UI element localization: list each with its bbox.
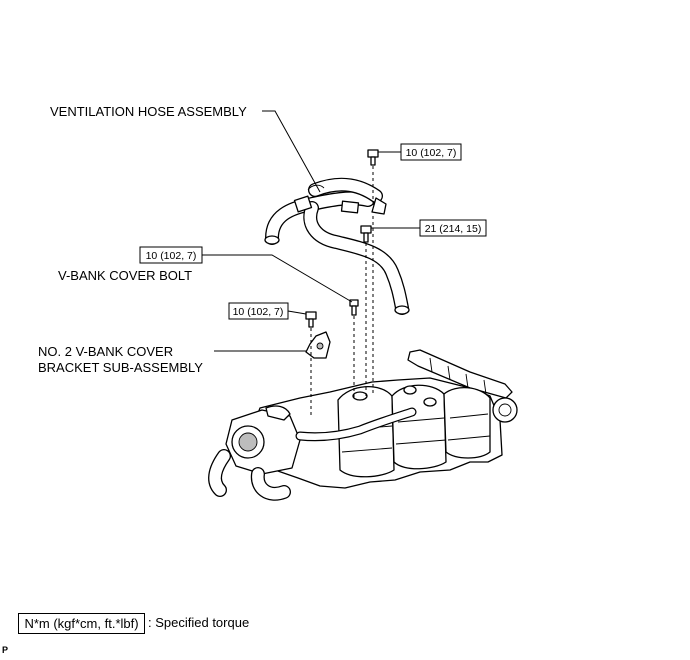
torque-callout-hose-bolt: 21 (214, 15): [419, 219, 487, 237]
torque-value: 10 (102, 7): [406, 147, 457, 159]
alignment-lines: [310, 166, 374, 416]
leader-lines: [202, 110, 420, 352]
torque-callout-bracket-bolt: 10 (102, 7): [228, 302, 289, 320]
page-code: P: [2, 645, 9, 655]
torque-legend-text: : Specified torque: [148, 615, 250, 630]
torque-value: 21 (214, 15): [425, 223, 482, 235]
bracket-bolt: [305, 311, 317, 328]
torque-callout-v-bank-bolt: 10 (102, 7): [139, 246, 203, 264]
torque-callout-top-bolt: 10 (102, 7): [400, 143, 462, 161]
torque-value: 10 (102, 7): [233, 306, 284, 318]
torque-unit-box: N*m (kgf*cm, ft.*lbf): [18, 613, 145, 634]
v-bank-cover-bolt: [349, 299, 359, 316]
bracket-label-line2: BRACKET SUB-ASSEMBLY: [38, 360, 203, 375]
bracket-label-line1: NO. 2 V-BANK COVER: [38, 344, 173, 359]
ventilation-hose-illustration: [264, 177, 410, 315]
torque-value: 10 (102, 7): [146, 250, 197, 262]
hose-bolt: [360, 225, 372, 243]
intake-manifold-illustration: [208, 349, 518, 501]
top-bolt: [367, 149, 379, 166]
ventilation-hose-label: VENTILATION HOSE ASSEMBLY: [50, 104, 247, 119]
v-bank-cover-bolt-label: V-BANK COVER BOLT: [58, 268, 192, 283]
v-bank-cover-bracket: [305, 331, 331, 359]
